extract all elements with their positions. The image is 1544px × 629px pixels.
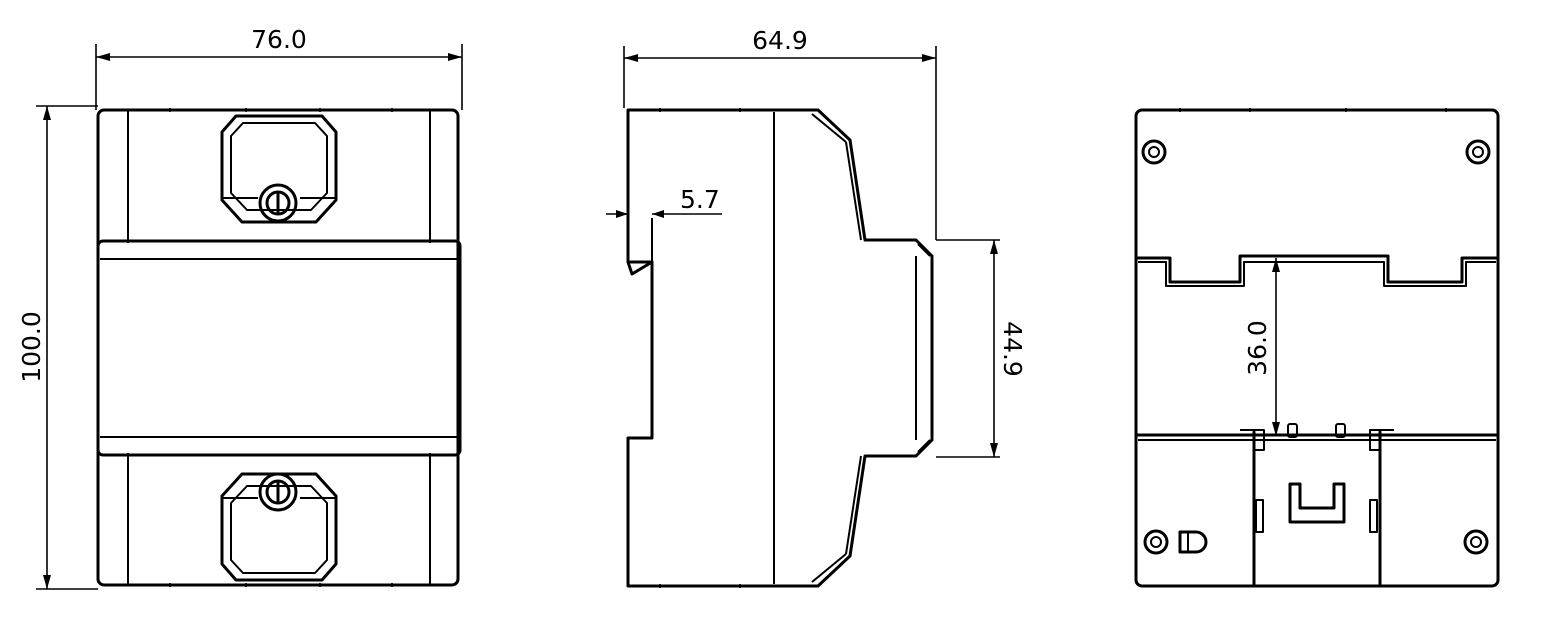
side-flange-dimension: 5.7 [606,185,722,218]
side-depth-dimension: 64.9 [623,26,937,240]
back-body-outline [1134,108,1500,588]
front-cover-band [96,239,462,457]
screw-bottom-right-icon [1463,529,1489,555]
din-clip [1288,482,1346,524]
upper-screw-icon [258,183,298,223]
screw-top-left-icon [1141,139,1167,165]
front-body-outline [96,108,460,587]
front-height-dimension: 100.0 [17,105,98,590]
side-view: 64.9 5.7 44.9 [606,26,1027,588]
back-height-label: 36.0 [1243,320,1272,376]
upper-terminal [220,114,338,224]
screw-bottom-left-icon [1143,529,1169,555]
front-view: 76.0 100.0 [17,25,463,590]
side-flange-label: 5.7 [680,185,720,214]
side-body-outline [626,108,934,588]
side-front-height-label: 44.9 [998,321,1027,377]
back-height-dimension: 36.0 [1243,258,1280,436]
lower-terminal [220,472,338,582]
front-height-label: 100.0 [17,311,46,383]
lower-screw-icon [258,472,298,512]
front-width-label: 76.0 [251,25,307,54]
front-width-dimension: 76.0 [95,25,463,110]
latch-icon [1178,530,1208,554]
side-front-height-dimension: 44.9 [936,239,1027,458]
screw-top-right-icon [1465,139,1491,165]
side-depth-label: 64.9 [752,26,808,55]
back-view: 36.0 [1134,108,1500,588]
